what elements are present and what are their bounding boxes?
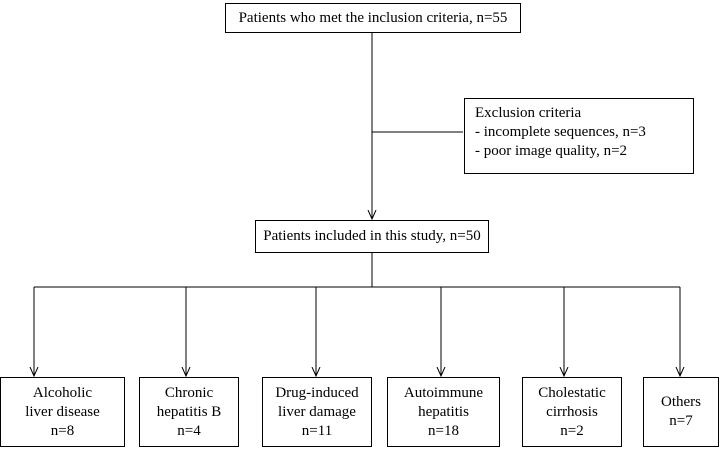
category-count: n=18 [428,422,459,439]
category-label-line1: Chronic [164,384,214,401]
category-label-line1: Others [661,394,701,410]
category-count: n=2 [560,422,584,439]
category-box-cholestatic-cirrhosis: Cholestatic cirrhosis n=2 [522,377,622,447]
category-box-drug-induced-liver-damage: Drug-induced liver damage n=11 [262,377,372,447]
category-box-alcoholic-liver-disease: Alcoholic liver disease n=8 [0,377,125,447]
category-box-others: Others n=7 [643,377,719,447]
category-label-line2: hepatitis B [156,403,222,420]
exclusion-item-incomplete-sequences: - incomplete sequences, n=3 [475,124,646,140]
inclusion-criteria-box: Patients who met the inclusion criteria,… [225,3,521,33]
category-box-autoimmune-hepatitis: Autoimmune hepatitis n=18 [387,377,500,447]
included-patients-box: Patients included in this study, n=50 [255,220,489,253]
category-label-line1: Alcoholic [32,384,93,401]
category-label-line1: Autoimmune [403,384,484,401]
category-count: n=8 [50,422,75,439]
category-label-line2: hepatitis [418,403,469,420]
included-patients-text: Patients included in this study, n=50 [263,228,481,244]
inclusion-criteria-text: Patients who met the inclusion criteria,… [238,9,508,26]
exclusion-criteria-title: Exclusion criteria [475,105,582,121]
category-count: n=4 [177,422,201,439]
category-count: n=11 [301,422,333,439]
category-label-line2: liver damage [278,403,356,420]
category-label-line2: cirrhosis [546,403,598,420]
category-label-line1: Cholestatic [538,384,606,401]
category-label-line2: liver disease [25,403,100,420]
category-count: n=7 [669,413,693,429]
category-label-line1: Drug-induced [275,384,359,401]
exclusion-item-poor-image-quality: - poor image quality, n=2 [475,143,628,159]
exclusion-criteria-box: Exclusion criteria - incomplete sequence… [464,98,694,174]
category-box-chronic-hepatitis-b: Chronic hepatitis B n=4 [139,377,239,447]
